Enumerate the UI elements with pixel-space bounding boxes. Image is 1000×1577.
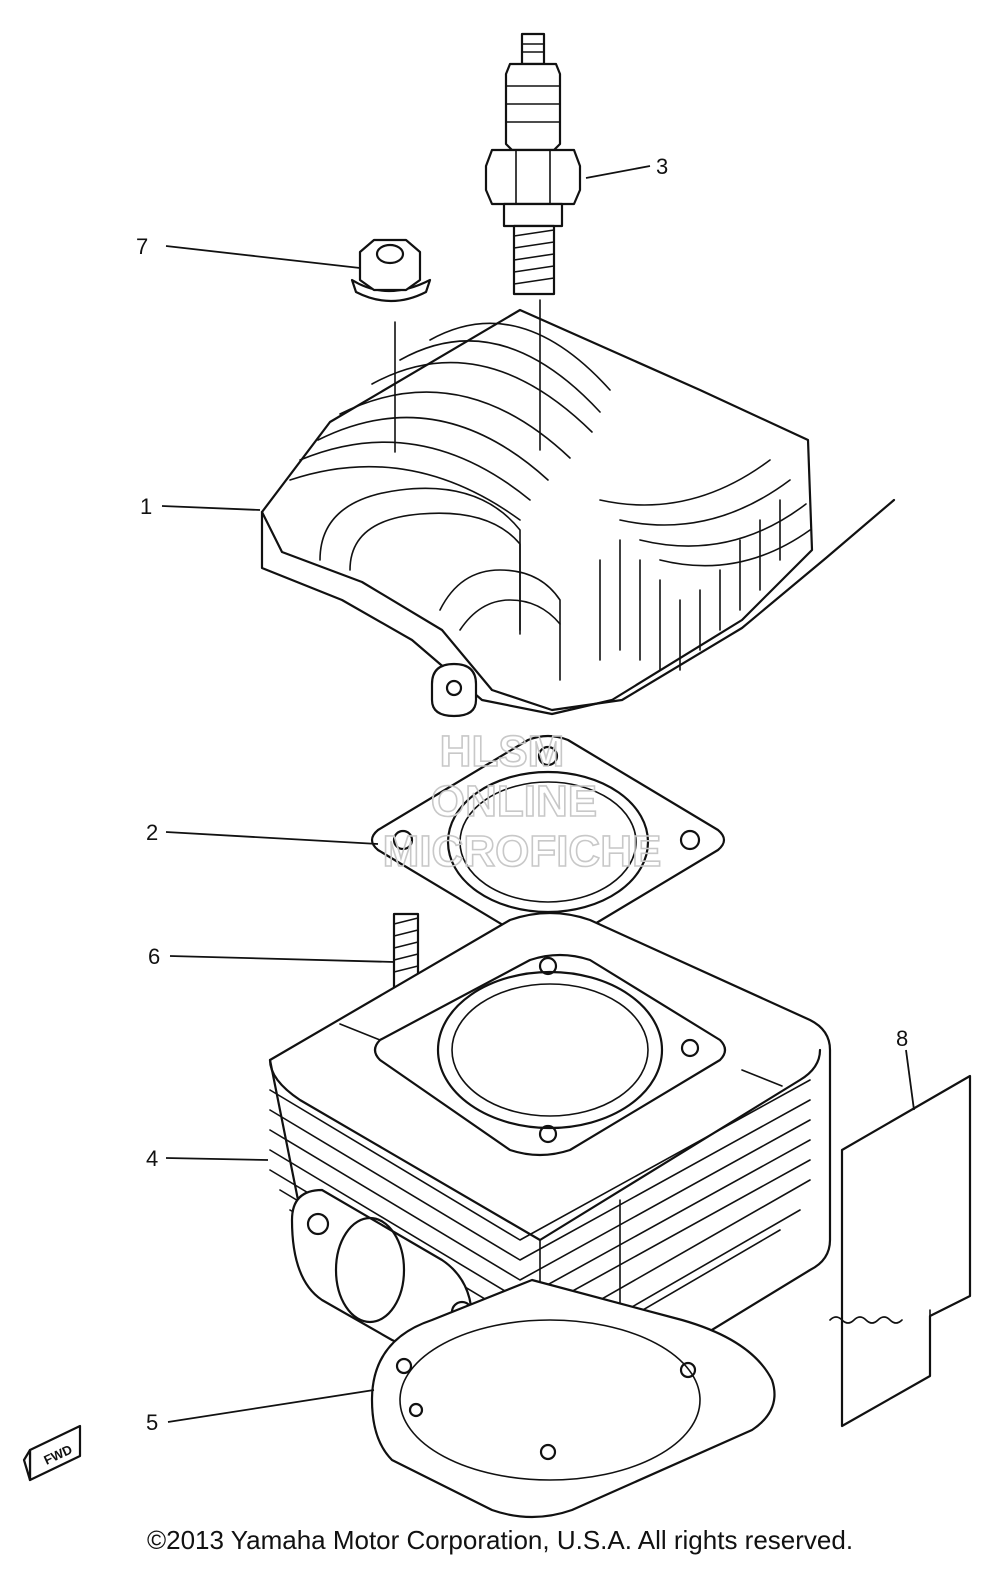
spark-plug[interactable]	[484, 32, 582, 296]
watermark: HLSM ONLINE MICROFICHE	[382, 726, 662, 877]
callout-5: 5	[146, 1410, 158, 1435]
base-gasket[interactable]	[370, 1278, 776, 1519]
callout-2: 2	[146, 820, 158, 845]
callout-4: 4	[146, 1146, 158, 1171]
watermark-line-2: ONLINE	[431, 777, 597, 826]
callout-numbers: 3 7 1 2 6 4 5 8	[136, 154, 908, 1435]
head-gasket[interactable]	[370, 734, 726, 946]
callout-7: 7	[136, 234, 148, 259]
reed-plate[interactable]	[829, 1074, 972, 1428]
fwd-marker: FWD	[22, 1424, 82, 1482]
watermark-line-3: MICROFICHE	[383, 827, 662, 876]
leader-lines	[161, 165, 915, 1423]
cylinder-head[interactable]	[260, 299, 896, 718]
callout-6: 6	[148, 944, 160, 969]
nut[interactable]	[350, 238, 432, 302]
watermark-line-1: HLSM	[440, 727, 565, 776]
callout-8: 8	[896, 1026, 908, 1051]
cylinder[interactable]	[268, 911, 832, 1402]
copyright-notice: ©2013 Yamaha Motor Corporation, U.S.A. A…	[146, 1525, 854, 1555]
callout-1: 1	[140, 494, 152, 519]
callout-3: 3	[656, 154, 668, 179]
